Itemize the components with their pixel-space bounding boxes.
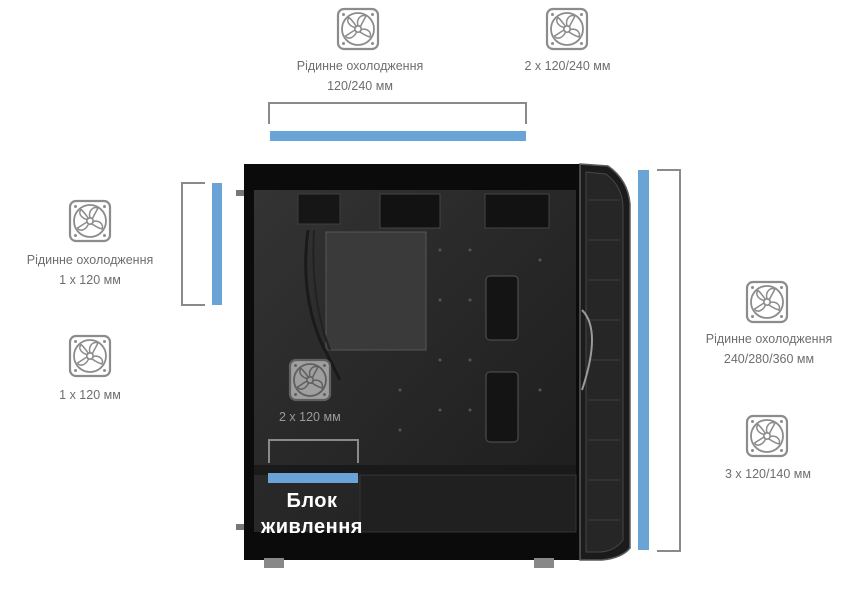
front-mount-bar: [638, 170, 649, 550]
top-left-label-line2: 120/240 мм: [327, 79, 393, 93]
pc-case-illustration: [236, 163, 631, 568]
rear-mount-bracket: [181, 182, 205, 306]
right-top-label-line1: Рідинне охолодження: [705, 332, 833, 346]
fan-icon: [545, 7, 589, 51]
psu-bar: [268, 473, 358, 483]
top-right-label: 2 x 120/240 мм: [500, 56, 635, 76]
right-bottom-label-line1: 3 x 120/140 мм: [725, 467, 811, 481]
psu-bracket: [268, 439, 359, 463]
right-top-label-line2: 240/280/360 мм: [723, 352, 815, 366]
top-left-label-line1: Рідинне охолодження: [296, 59, 424, 73]
psu-label-line2: живлення: [261, 516, 363, 538]
left-top-label: Рідинне охолодження 1 x 120 мм: [5, 250, 175, 290]
psu-label: Блок живлення: [252, 488, 372, 540]
fan-icon: [745, 280, 789, 324]
left-top-label-line1: Рідинне охолодження: [26, 253, 154, 267]
right-top-label: Рідинне охолодження 240/280/360 мм: [688, 329, 850, 369]
left-bottom-label-line1: 1 x 120 мм: [59, 388, 121, 402]
top-right-label-line1: 2 x 120/240 мм: [524, 59, 611, 73]
left-bottom-label: 1 x 120 мм: [30, 385, 150, 405]
inner-fan-label: 2 x 120 мм: [279, 410, 341, 424]
fan-icon: [68, 199, 112, 243]
fan-icon: [288, 358, 332, 402]
fan-icon: [745, 414, 789, 458]
top-mount-bracket: [268, 102, 527, 124]
psu-label-line1: Блок: [286, 490, 338, 512]
right-bottom-label: 3 x 120/140 мм: [703, 464, 833, 484]
rear-mount-bar: [212, 183, 222, 305]
front-mount-bracket: [657, 169, 681, 552]
top-left-label: Рідинне охолодження 120/240 мм: [280, 56, 440, 96]
fan-icon: [68, 334, 112, 378]
fan-icon: [336, 7, 380, 51]
left-top-label-line2: 1 x 120 мм: [59, 273, 121, 287]
top-mount-bar: [270, 131, 526, 141]
